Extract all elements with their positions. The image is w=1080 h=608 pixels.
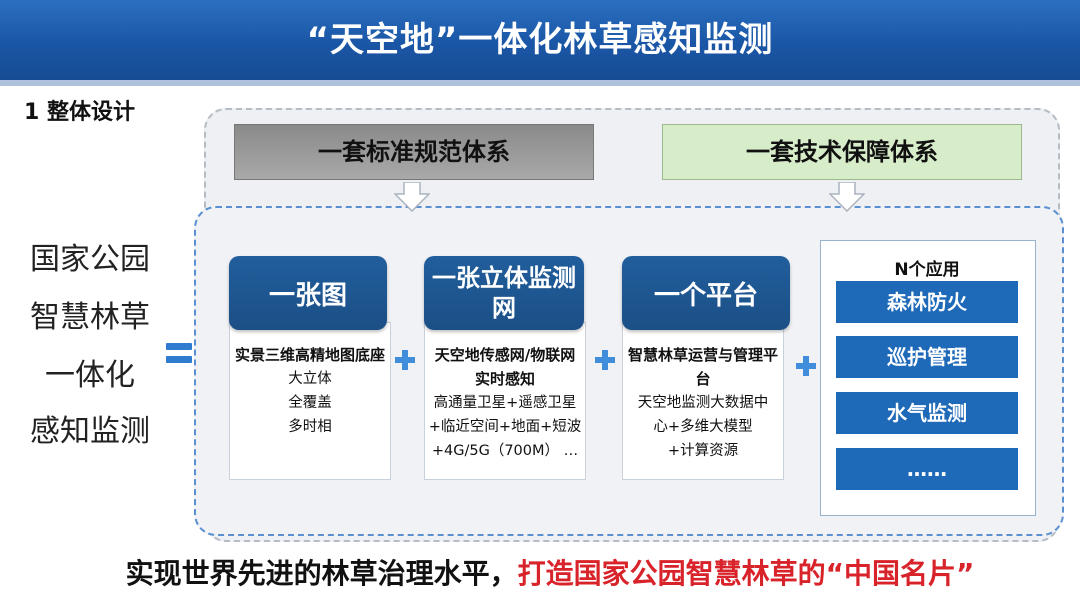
component-line: +计算资源 — [667, 443, 739, 459]
component-title: 智慧林草运营与管理平台 — [627, 346, 778, 388]
component-line: 心+多维大模型 — [653, 419, 753, 435]
left-line-4: 感知监测 — [30, 414, 150, 449]
page-title: “天空地”一体化林草感知监测 — [306, 20, 774, 60]
left-line-1: 国家公园 — [30, 242, 150, 277]
component-card-map: 实景三维高精地图底座 大立体 全覆盖 多时相 — [229, 322, 391, 480]
component-pill-network: 一张立体监测网 — [424, 256, 584, 330]
section-title: 1 整体设计 — [24, 100, 135, 125]
slogan-part-2: 打造国家公园智慧林草的“中国名片” — [517, 557, 975, 590]
component-title: 实景三维高精地图底座 — [234, 346, 385, 364]
component-card-network: 天空地传感网/物联网实时感知 高通量卫星+遥感卫星 +临近空间+地面+短波 +4… — [424, 322, 586, 480]
component-pill-platform: 一个平台 — [622, 256, 790, 330]
down-arrow-icon — [394, 182, 430, 212]
component-line: 多时相 — [288, 419, 332, 435]
app-item-forest-fire: 森林防火 — [836, 281, 1018, 323]
left-line-3: 一体化 — [45, 358, 135, 393]
component-line: +临近空间+地面+短波 — [428, 419, 582, 435]
component-card-platform: 智慧林草运营与管理平台 天空地监测大数据中 心+多维大模型 +计算资源 — [622, 322, 784, 480]
plus-icon — [796, 356, 816, 376]
app-item-water-air: 水气监测 — [836, 392, 1018, 434]
down-arrow-icon — [829, 182, 865, 212]
component-title: 天空地传感网/物联网实时感知 — [434, 346, 576, 388]
title-banner-shadow — [0, 80, 1080, 86]
bottom-slogan: 实现世界先进的林草治理水平，打造国家公园智慧林草的“中国名片” — [50, 552, 1050, 592]
component-line: +4G/5G（700M） … — [431, 443, 579, 459]
component-line: 大立体 — [288, 371, 332, 387]
plus-icon — [395, 350, 415, 370]
standard-system-box: 一套标准规范体系 — [234, 124, 594, 180]
component-line: 天空地监测大数据中 — [637, 395, 769, 411]
left-line-2: 智慧林草 — [30, 300, 150, 335]
app-item-patrol: 巡护管理 — [836, 336, 1018, 378]
apps-title: N个应用 — [894, 260, 960, 280]
slogan-part-1: 实现世界先进的林草治理水平， — [125, 557, 518, 590]
component-line: 高通量卫星+遥感卫星 — [433, 395, 577, 411]
tech-system-box: 一套技术保障体系 — [662, 124, 1022, 180]
app-item-more: …… — [836, 448, 1018, 490]
plus-icon — [595, 350, 615, 370]
title-banner — [0, 0, 1080, 80]
equals-sign-icon — [166, 343, 192, 365]
component-line: 全覆盖 — [288, 395, 332, 411]
component-pill-map: 一张图 — [229, 256, 387, 330]
